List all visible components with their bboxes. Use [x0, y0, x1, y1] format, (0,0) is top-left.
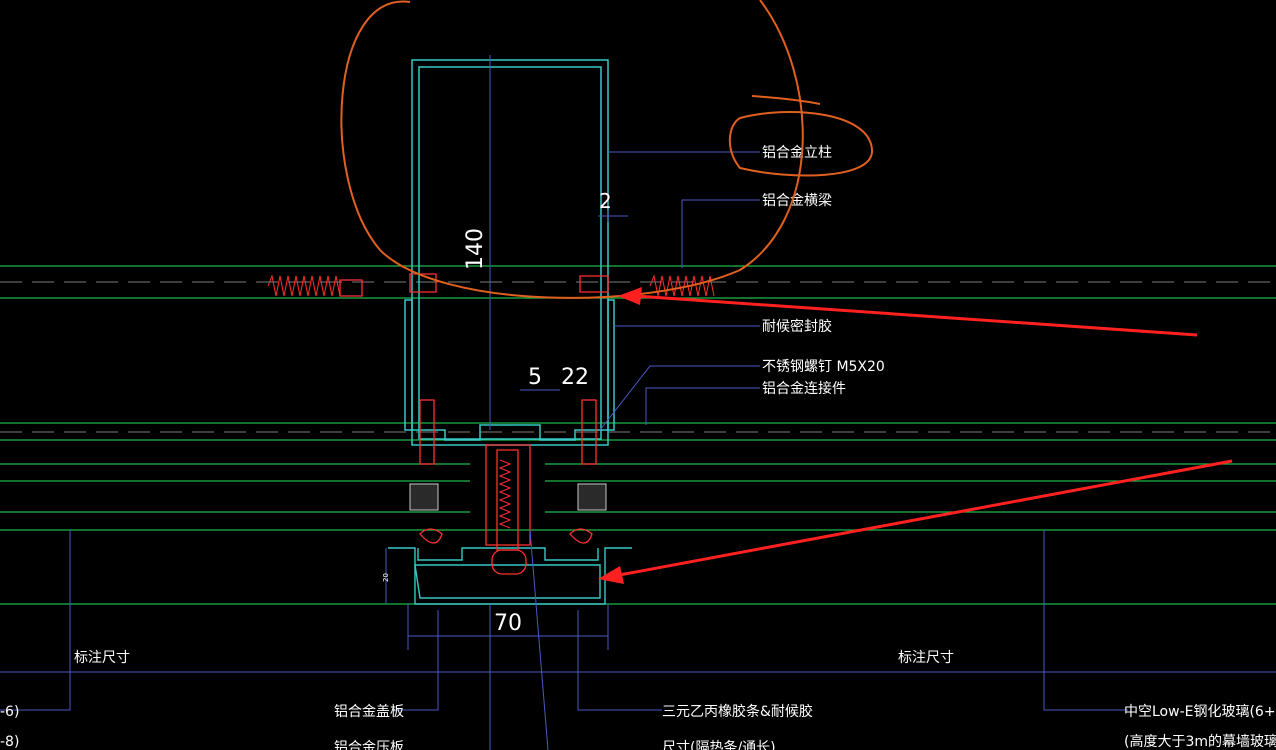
dim-width: 70 — [494, 611, 522, 636]
label-dim-note-left: 标注尺寸 — [74, 650, 130, 666]
dim-gap-a: 5 — [528, 365, 542, 390]
label-cover-plate: 铝合金盖板 — [334, 704, 404, 720]
pressure-plate — [388, 547, 632, 605]
label-insulation: 尺寸(隔热条/通长) — [662, 739, 776, 750]
leader-lines — [0, 151, 1276, 750]
label-screw: 不锈钢螺钉 M5X20 — [762, 359, 885, 375]
label-edge-bottom: -8) — [0, 734, 19, 750]
dim-depth: 140 — [463, 228, 488, 270]
label-epdm: 三元乙丙橡胶条&耐候胶 — [662, 703, 813, 720]
gaskets — [339, 273, 609, 575]
glass-lines — [0, 265, 1276, 605]
label-glass-note: (高度大于3m的幕墙玻璃采用 — [1124, 733, 1276, 750]
label-mullion: 铝合金立柱 — [762, 145, 832, 161]
label-glass: 中空Low-E钢化玻璃(6+1 — [1124, 703, 1276, 720]
dim-wall: 2 — [599, 189, 612, 213]
glass-dashed-lines — [0, 281, 1276, 433]
label-edge-top: -6) — [0, 704, 19, 720]
label-dim-note-right: 标注尺寸 — [898, 650, 954, 666]
markup-annotations — [340, 0, 874, 299]
springs — [267, 274, 715, 529]
dimension-lines — [385, 210, 628, 650]
label-connector: 铝合金连接件 — [762, 380, 846, 397]
insulation-blocks — [409, 483, 607, 511]
dim-small: 20 — [382, 573, 390, 582]
label-pressure-plate: 铝合金压板 — [334, 740, 404, 750]
pointer-arrows — [598, 287, 1233, 584]
label-sealant: 耐候密封胶 — [762, 318, 832, 335]
label-transom: 铝合金横梁 — [762, 193, 832, 209]
dim-gap-b: 22 — [561, 365, 589, 390]
